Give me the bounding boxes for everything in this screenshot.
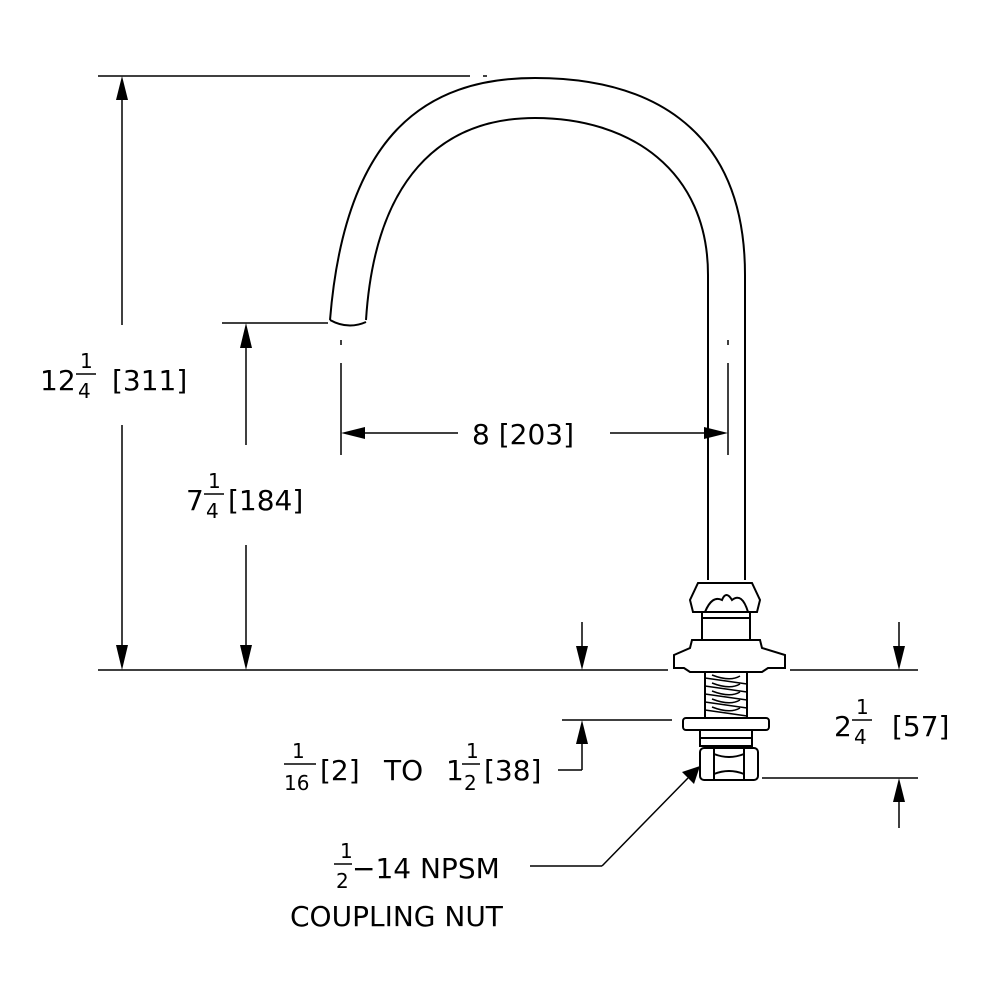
coupling-nut [699, 747, 759, 781]
spout-height-metric: [184] [228, 484, 303, 517]
extension-lines [98, 75, 918, 779]
deck-max-denominator: 2 [464, 771, 477, 795]
shank-length-denominator: 4 [854, 725, 867, 749]
shank-length-whole: 2 [834, 710, 852, 743]
faucet-base [673, 582, 786, 673]
gooseneck-spout [329, 76, 746, 580]
dimension-spout-reach: 8 [203] [341, 418, 728, 451]
deck-min-denominator: 16 [284, 771, 309, 795]
dimension-spout-height: 7 1 4 [184] [186, 323, 303, 670]
threaded-shank [704, 671, 748, 719]
deck-max-whole: 1 [446, 754, 464, 787]
thread-numerator: 1 [340, 839, 353, 863]
shank-length-metric: [57] [892, 710, 949, 743]
deck-range-to: TO [383, 754, 423, 787]
dimension-overall-height: 12 1 4 [311] [40, 76, 187, 670]
deck-max-metric: [38] [484, 754, 541, 787]
spout-height-numerator: 1 [208, 469, 221, 493]
dimension-shank-length: 2 1 4 [57] [834, 622, 949, 828]
dimension-deck-range: 1 16 [2] TO 1 1 2 [38] [284, 622, 588, 795]
thread-spec: −14 NPSM [352, 852, 500, 885]
deck-min-metric: [2] [320, 754, 360, 787]
spout-height-denominator: 4 [206, 499, 219, 523]
overall-height-whole: 12 [40, 364, 76, 397]
overall-height-denominator: 4 [78, 379, 91, 403]
overall-height-numerator: 1 [80, 349, 93, 373]
overall-height-metric: [311] [112, 364, 187, 397]
thread-denominator: 2 [336, 869, 349, 893]
coupling-nut-label: COUPLING NUT [290, 900, 504, 933]
deck-min-numerator: 1 [292, 739, 305, 763]
spout-reach-label: 8 [203] [472, 418, 574, 451]
shank-length-numerator: 1 [856, 695, 869, 719]
coupling-nut-callout: 1 2 −14 NPSM COUPLING NUT [290, 766, 700, 933]
lock-nut [682, 717, 770, 747]
deck-max-numerator: 1 [466, 739, 479, 763]
spout-height-whole: 7 [186, 484, 204, 517]
